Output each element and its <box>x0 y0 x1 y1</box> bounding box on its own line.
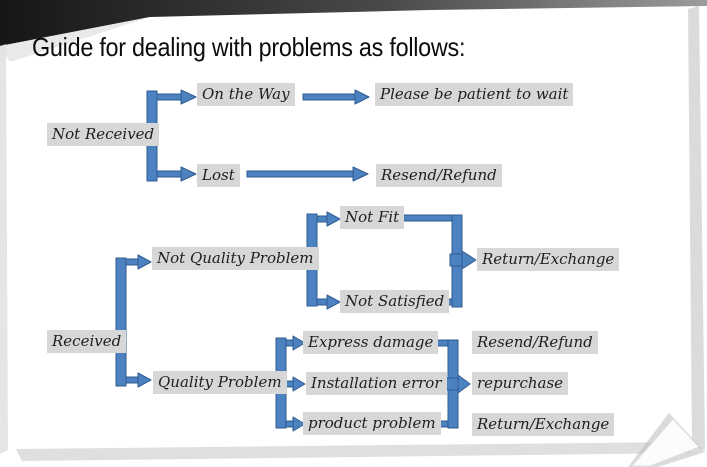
node-received: Received <box>47 330 127 353</box>
node-quality-problem: Quality Problem <box>153 371 287 394</box>
bracket-received <box>115 254 152 388</box>
node-repurchase: repurchase <box>472 372 569 395</box>
page-title: Guide for dealing with problems as follo… <box>32 32 466 62</box>
arrow-on-the-way-to-wait <box>302 89 370 105</box>
node-not-satisfied: Not Satisfied <box>340 290 450 313</box>
node-return-exchange-mid: Return/Exchange <box>477 248 620 271</box>
paper-fold-top-left <box>0 17 150 62</box>
node-resend-refund-bottom: Resend/Refund <box>472 331 598 354</box>
node-return-exchange-bottom: Return/Exchange <box>472 413 615 436</box>
node-express-damage: Express damage <box>303 331 439 354</box>
node-please-be-patient: Please be patient to wait <box>375 83 574 106</box>
arrow-lost-to-resend <box>246 166 369 182</box>
paper-right-shadow <box>688 6 705 450</box>
paper-left-shadow <box>0 44 8 454</box>
node-product-problem: product problem <box>303 412 441 435</box>
node-installation-error: Installation error <box>306 372 447 395</box>
node-lost: Lost <box>197 164 240 187</box>
node-not-fit: Not Fit <box>340 206 405 229</box>
node-not-quality-problem: Not Quality Problem <box>152 247 319 270</box>
paper-top-edge <box>0 0 707 46</box>
node-not-received: Not Received <box>47 123 160 146</box>
node-on-the-way: On the Way <box>197 83 295 106</box>
node-resend-refund-top: Resend/Refund <box>376 164 502 187</box>
paper-bottom-shadow <box>16 442 691 461</box>
paper-curl-bottom-right <box>630 418 700 467</box>
